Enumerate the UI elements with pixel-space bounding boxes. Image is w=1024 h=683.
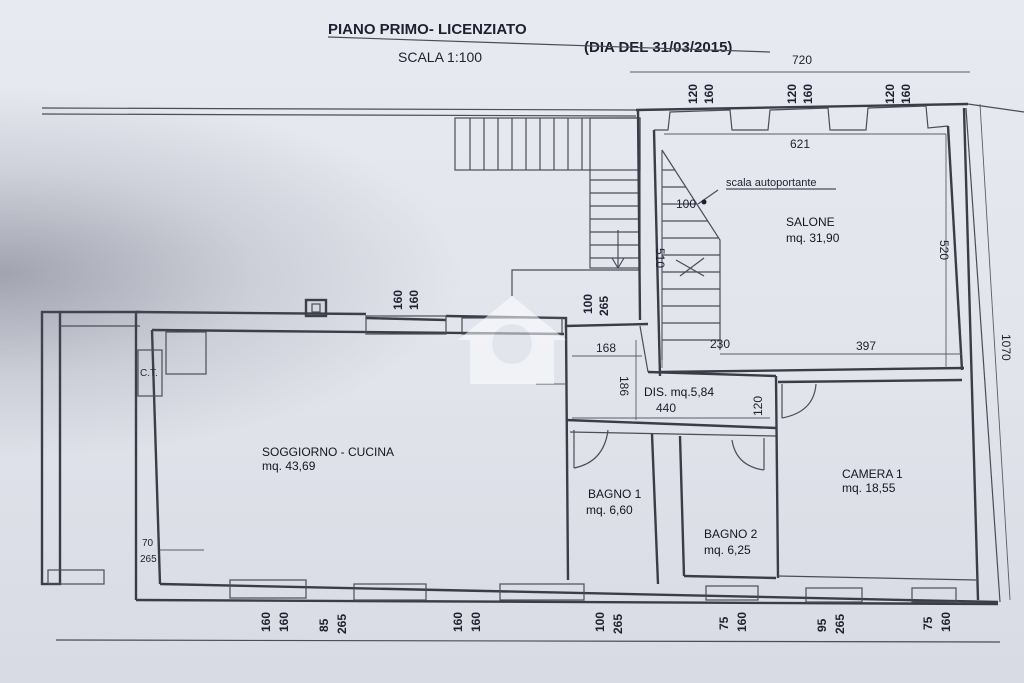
window-labels-top-left: 160 160 100 265 (391, 290, 611, 316)
room-salone-area: mq. 31,90 (786, 231, 840, 245)
dim-186: 186 (617, 376, 631, 396)
win-label: 160 (391, 290, 405, 310)
win-label: 120 (686, 84, 700, 104)
watermark-logo (458, 296, 566, 384)
win-label: 120 (785, 84, 799, 104)
win-label: 160 (451, 612, 465, 632)
room-salone-name: SALONE (786, 215, 835, 229)
win-label: 120 (883, 84, 897, 104)
dim-621: 621 (790, 137, 810, 151)
win-label: 95 (815, 618, 829, 632)
dim-1070: 1070 (999, 334, 1013, 361)
dim-168: 168 (596, 341, 616, 355)
plan-title: PIANO PRIMO- LICENZIATO (328, 21, 527, 38)
internal-stair (661, 149, 721, 360)
title-underline (327, 36, 771, 53)
room-bagno2-area: mq. 6,25 (704, 543, 751, 557)
room-labels: SOGGIORNO - CUCINA mq. 43,69 SALONE mq. … (262, 177, 903, 557)
dim-520: 520 (937, 240, 951, 260)
room-camera1-area: mq. 18,55 (842, 481, 896, 495)
room-soggiorno-area: mq. 43,69 (262, 459, 316, 473)
window-labels-top-right: 120 160 120 160 120 160 (686, 84, 913, 104)
plan-subtitle: (DIA DEL 31/03/2015) (584, 39, 732, 56)
dim-120-dis: 120 (751, 396, 765, 416)
win-label: 265 (597, 296, 611, 316)
stair-label: scala autoportante (726, 177, 817, 189)
win-label: 75 (921, 616, 935, 630)
dimension-labels: 720 621 100 510 520 230 397 1070 168 186… (140, 53, 1013, 565)
plan-scale: SCALA 1:100 (398, 49, 482, 65)
room-bagno1-area: mq. 6,60 (586, 503, 633, 517)
win-label: 75 (717, 616, 731, 630)
dim-510: 510 (653, 248, 667, 268)
ct-label: C.T. (140, 368, 158, 379)
win-label: 85 (317, 618, 331, 632)
dim-70: 70 (142, 538, 154, 549)
dim-397: 397 (856, 339, 876, 353)
dim-440: 440 (656, 401, 676, 415)
win-label: 100 (581, 294, 595, 314)
dim-230: 230 (710, 337, 730, 351)
boundary-lines (41, 103, 1024, 643)
external-stair (454, 117, 641, 296)
win-label: 160 (801, 84, 815, 104)
win-label: 160 (702, 84, 716, 104)
dim-100: 100 (676, 197, 696, 211)
win-label: 160 (899, 84, 913, 104)
win-label: 160 (939, 612, 953, 632)
win-label: 160 (407, 290, 421, 310)
room-bagno1-name: BAGNO 1 (588, 487, 642, 501)
room-camera1-name: CAMERA 1 (842, 467, 903, 481)
win-label: 160 (735, 612, 749, 632)
dim-265-side: 265 (140, 554, 157, 565)
win-label: 265 (611, 614, 625, 634)
dimension-lines (160, 71, 1011, 601)
walls (40, 102, 999, 606)
dim-720: 720 (792, 53, 812, 67)
room-soggiorno-name: SOGGIORNO - CUCINA (262, 445, 394, 459)
window-labels-bottom: 160 160 85 265 160 160 100 265 75 160 95… (259, 612, 953, 634)
title-block: PIANO PRIMO- LICENZIATO (DIA DEL 31/03/2… (327, 21, 771, 65)
win-label: 265 (833, 614, 847, 634)
win-label: 160 (259, 612, 273, 632)
room-dis-name: DIS. mq.5,84 (644, 385, 714, 399)
win-label: 160 (469, 612, 483, 632)
win-label: 100 (593, 612, 607, 632)
win-label: 265 (335, 614, 349, 634)
room-bagno2-name: BAGNO 2 (704, 527, 758, 541)
doors (573, 383, 817, 471)
win-label: 160 (277, 612, 291, 632)
window-openings (229, 315, 957, 603)
